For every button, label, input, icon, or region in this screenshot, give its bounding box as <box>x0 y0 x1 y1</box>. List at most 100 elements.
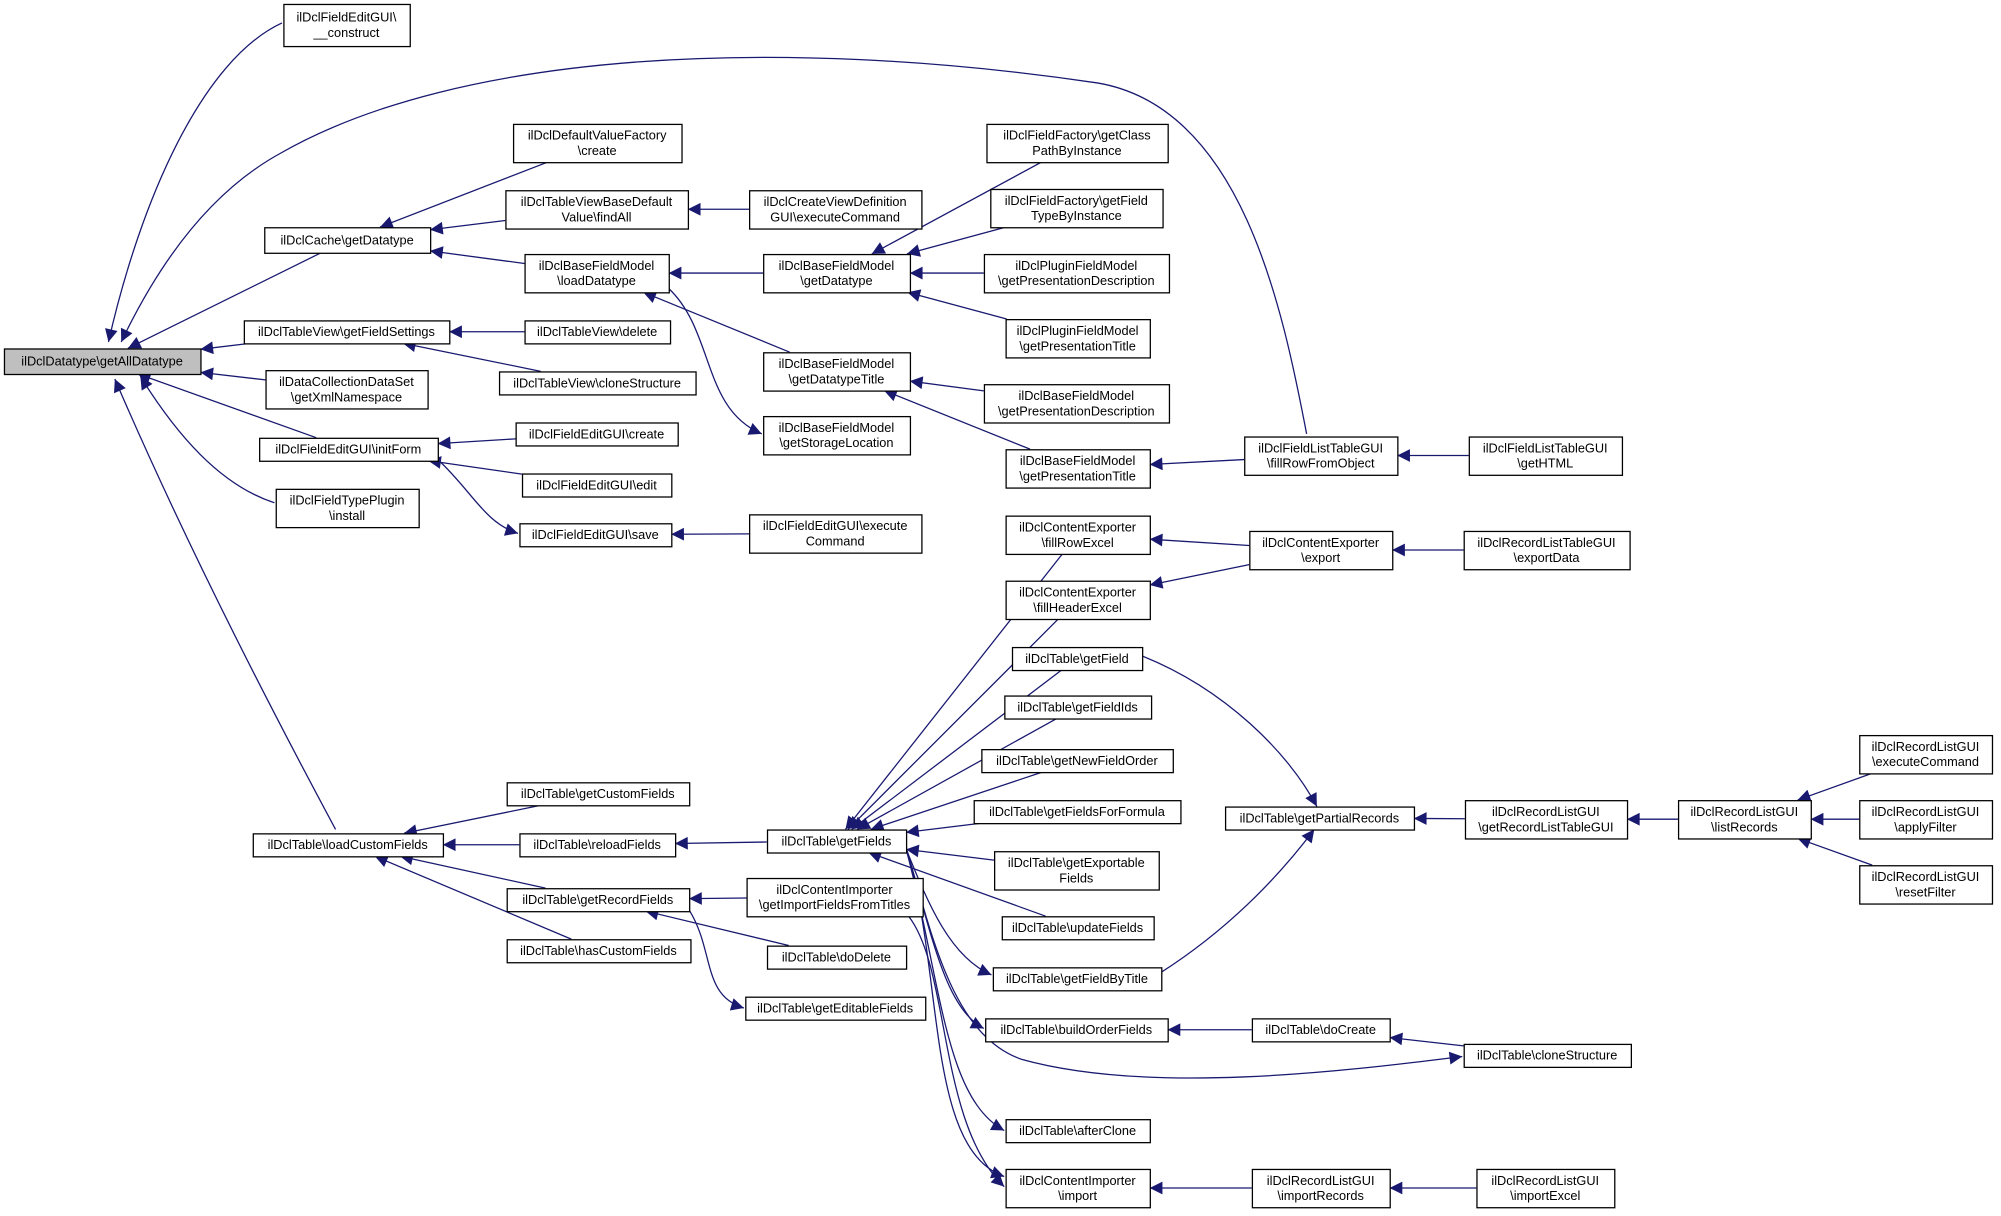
edge-tReloadFields-tGetFields <box>674 836 767 850</box>
node-rlgListRecords: ilDclRecordListGUI\listRecords <box>1677 800 1812 840</box>
node-label: Command <box>806 533 865 548</box>
node-label: ilDclTable\cloneStructure <box>1477 1048 1617 1063</box>
node-bfmGetDatatypeTitle: ilDclBaseFieldModel\getDatatypeTitle <box>763 352 912 392</box>
node-label: \fillRowFromObject <box>1267 456 1375 471</box>
node-cacheGetDatatype: ilDclCache\getDatatype <box>264 227 432 254</box>
node-tUpdateFields: ilDclTable\updateFields <box>1001 916 1155 941</box>
node-label: ilDataCollectionDataSet <box>279 374 414 389</box>
node-label: ilDclTable\getPartialRecords <box>1240 810 1399 825</box>
node-label: ilDclCreateViewDefinition <box>764 194 907 209</box>
node-label: ilDclContentImporter <box>776 882 893 897</box>
node-label: \getPresentationDescription <box>998 273 1155 288</box>
node-label: PathByInstance <box>1032 143 1121 158</box>
node-box <box>981 749 1174 774</box>
node-box <box>992 967 1163 992</box>
edge-tvGetFieldSettings-tvCloneStructure <box>402 339 541 372</box>
node-label: \getPresentationTitle <box>1019 468 1135 483</box>
edge-tGetRecordFields-ciGetImport <box>689 892 747 905</box>
node-box <box>498 371 697 396</box>
node-label: \getDatatype <box>800 273 872 288</box>
node-cvdExec: ilDclCreateViewDefinitionGUI\executeComm… <box>749 190 923 230</box>
node-label: ilDclRecordListGUI <box>1690 804 1798 819</box>
node-label: ilDclTable\doCreate <box>1265 1022 1376 1037</box>
node-box <box>512 123 683 164</box>
node-bfmLoadDatatype: ilDclBaseFieldModel\loadDatatype <box>524 253 670 294</box>
node-box <box>1476 1168 1616 1209</box>
node-label: \getDatatypeTitle <box>788 371 884 386</box>
node-label: ilDclContentExporter <box>1019 519 1137 534</box>
node-box <box>506 939 692 964</box>
node-box <box>990 188 1164 229</box>
node-label: ilDclTable\afterClone <box>1019 1123 1136 1138</box>
node-label: ilDclRecordListGUI <box>1872 804 1980 819</box>
edge-tDoCreate-tCloneStructure <box>1389 1032 1464 1047</box>
node-ceFillRowExcel: ilDclContentExporter\fillRowExcel <box>1005 515 1151 556</box>
node-box <box>1251 1018 1391 1043</box>
node-label: \loadDatatype <box>557 273 636 288</box>
node-tGetFieldByTitle: ilDclTable\getFieldByTitle <box>992 967 1163 992</box>
edges-layer <box>105 22 1873 1195</box>
node-label: \resetFilter <box>1895 884 1956 899</box>
node-label: \importRecords <box>1277 1188 1363 1203</box>
node-fltgFillRow: ilDclFieldListTableGUI\fillRowFromObject <box>1244 436 1399 476</box>
node-label: ilDclFieldEditGUI\ <box>296 10 396 25</box>
node-label: ilDclTableView\delete <box>537 324 657 339</box>
node-tGetFieldIds: ilDclTable\getFieldIds <box>1004 695 1153 720</box>
edge-bfmGetDatatype-pfmGetPresTitle <box>907 289 1007 320</box>
node-label: ilDclTable\getFieldByTitle <box>1006 971 1148 986</box>
edge-tGetRecordFields-tDoDelete <box>645 907 789 947</box>
node-bfmGetPresTitle: ilDclBaseFieldModel\getPresentationTitle <box>1005 449 1151 489</box>
node-bfmGetPresDesc: ilDclBaseFieldModel\getPresentationDescr… <box>983 384 1171 424</box>
node-label: ilDclContentImporter <box>1019 1173 1136 1188</box>
edge-cacheGetDatatype-bfmLoadDatatype <box>429 246 525 265</box>
node-box <box>749 190 923 230</box>
node-pfmGetPresDesc: ilDclPluginFieldModel\getPresentationDes… <box>983 253 1171 294</box>
node-box <box>763 415 912 456</box>
node-box <box>985 1018 1169 1043</box>
node-tGetFields: ilDclTable\getFields <box>766 829 908 854</box>
node-label: ilDclBaseFieldModel <box>1019 388 1135 403</box>
node-label: ilDclTable\updateFields <box>1012 920 1143 935</box>
edge-root-tLoadCustomFields <box>114 378 337 830</box>
node-box <box>1244 436 1399 476</box>
node-label: ilDclContentExporter <box>1019 585 1137 600</box>
node-rlgImportExcel: ilDclRecordListGUI\importExcel <box>1476 1168 1616 1209</box>
node-label: ilDclTableView\cloneStructure <box>513 375 681 390</box>
node-label: ilDclBaseFieldModel <box>779 356 895 371</box>
node-label: ilDclContentExporter <box>1262 535 1380 550</box>
node-label: \getHTML <box>1517 456 1573 471</box>
node-tGetNewFieldOrder: ilDclTable\getNewFieldOrder <box>981 749 1174 774</box>
node-label: ilDclRecordListGUI <box>1872 739 1980 754</box>
node-box <box>515 422 679 447</box>
node-ftpInstall: ilDclFieldTypePlugin\install <box>275 488 420 529</box>
edge-fegInitForm-fegCreate <box>437 436 516 450</box>
node-label: ilDclBaseFieldModel <box>539 258 655 273</box>
node-label: ilDclTableViewBaseDefault <box>521 194 673 209</box>
node-box <box>763 352 912 392</box>
node-fegSave: ilDclFieldEditGUI\save <box>519 523 673 548</box>
node-label: ilDclRecordListGUI <box>1267 1173 1375 1188</box>
node-label: ilDclTable\buildOrderFields <box>1000 1022 1152 1037</box>
node-bfmGetDatatype: ilDclBaseFieldModel\getDatatype <box>763 253 912 294</box>
edge-tGetRecordFields-tGetEditable <box>688 909 745 1011</box>
edge-ciGetImport-ciImport <box>908 915 1005 1188</box>
node-bfmGetStorage: ilDclBaseFieldModel\getStorageLocation <box>763 415 912 456</box>
node-label: \getXmlNamespace <box>291 389 402 404</box>
node-box <box>746 877 924 918</box>
node-box <box>1251 1168 1391 1209</box>
node-box <box>524 320 672 345</box>
node-label: ilDclTable\getFields <box>781 833 891 848</box>
edge-tGetField-tGetPartialRecords <box>1141 655 1318 807</box>
edge-tLoadCustomFields-tHasCustomFields <box>374 855 572 940</box>
edge-tGetFields-tGetFieldIds <box>856 717 1058 830</box>
edge-ceFillHeaderExcel-ceExport <box>1149 563 1250 589</box>
node-box <box>1859 734 1994 775</box>
node-label: ilDclFieldEditGUI\edit <box>536 477 657 492</box>
node-label: \import <box>1058 1188 1097 1203</box>
node-box <box>1464 800 1629 840</box>
node-box <box>1011 646 1144 672</box>
node-box <box>986 123 1169 164</box>
node-box <box>1005 1168 1151 1209</box>
node-label: ilDclBaseFieldModel <box>1020 453 1136 468</box>
